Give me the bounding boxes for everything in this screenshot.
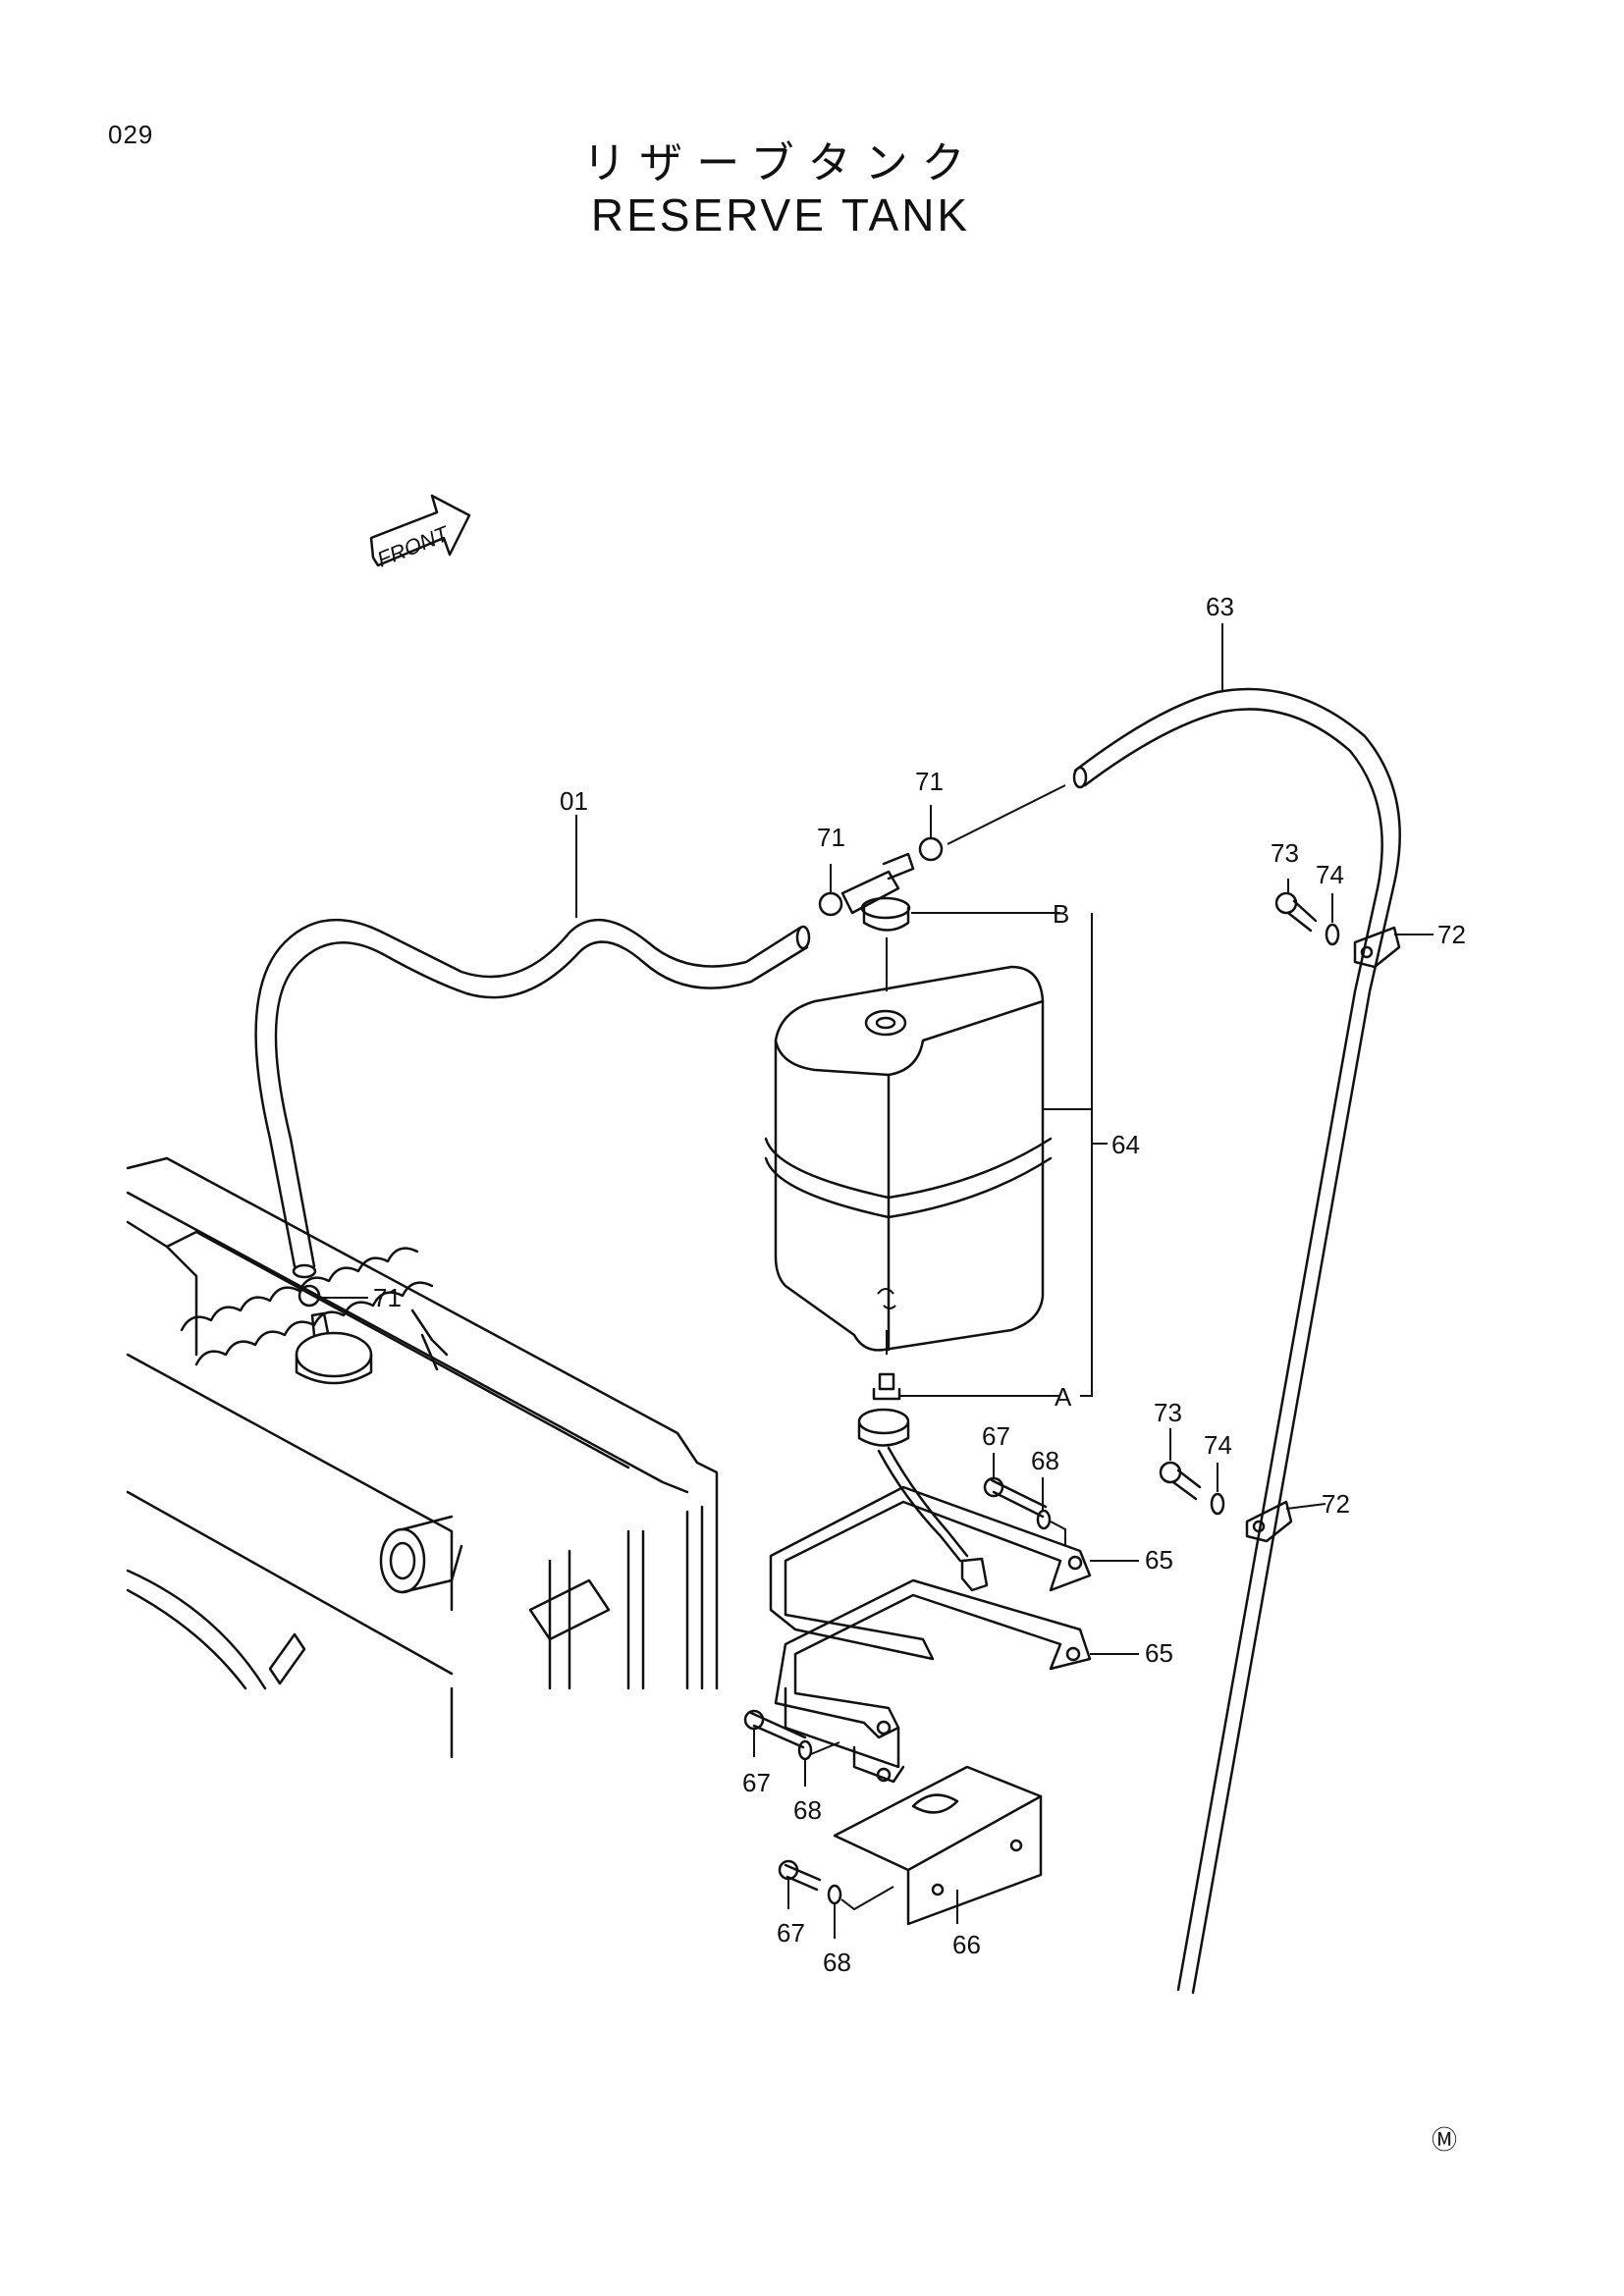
callout-64: 64 xyxy=(1111,1130,1140,1159)
radiator xyxy=(126,1156,719,1759)
title-english: RESERVE TANK xyxy=(590,189,971,240)
tee-fitting xyxy=(840,852,1060,991)
callout-point-a: A xyxy=(1055,1382,1072,1412)
callout-72-b: 72 xyxy=(1322,1489,1350,1519)
callout-65-lower: 65 xyxy=(1145,1638,1173,1668)
callout-71-c: 71 xyxy=(915,767,944,796)
callout-point-b: B xyxy=(1053,899,1069,929)
title-japanese: リザーブタンク xyxy=(582,138,979,188)
callout-labels: 01 63 64 65 65 66 67 67 67 68 68 68 71 7… xyxy=(373,592,1466,1977)
clip-72 xyxy=(1245,926,1401,1543)
level-sensor xyxy=(857,1372,1060,1592)
callout-73-a: 73 xyxy=(1271,838,1299,868)
callout-68-b: 68 xyxy=(793,1795,822,1825)
washer-68 xyxy=(797,1509,1066,1911)
callout-73-b: 73 xyxy=(1154,1398,1182,1427)
callout-74-b: 74 xyxy=(1204,1430,1232,1460)
callout-71-a: 71 xyxy=(373,1283,402,1312)
front-label: FRONT xyxy=(374,520,454,571)
bolt-67 xyxy=(743,1476,1048,1892)
callout-63: 63 xyxy=(1206,592,1234,621)
reserve-tank-64 xyxy=(764,965,1053,1355)
bolt-73 xyxy=(1159,891,1318,1501)
leader-lines xyxy=(575,623,1434,1939)
callout-67-a: 67 xyxy=(982,1421,1010,1451)
callout-67-c: 67 xyxy=(777,1918,805,1948)
callout-68-c: 68 xyxy=(823,1948,851,1977)
callout-74-a: 74 xyxy=(1316,860,1344,889)
page-number: 029 xyxy=(108,120,154,149)
callout-01: 01 xyxy=(560,786,588,816)
tank-band-65 xyxy=(769,1485,1092,1784)
callout-66: 66 xyxy=(952,1930,981,1959)
callout-71-b: 71 xyxy=(817,823,845,852)
overflow-hose-63 xyxy=(947,687,1401,1995)
washer-74 xyxy=(1210,923,1340,1516)
callout-65-upper: 65 xyxy=(1145,1545,1173,1575)
hose-clamp-71 xyxy=(298,805,944,1308)
front-arrow-icon: FRONT xyxy=(369,494,471,572)
callout-67-b: 67 xyxy=(742,1768,771,1797)
callout-72-a: 72 xyxy=(1437,920,1466,949)
manufacturer-mark: Ⓜ xyxy=(1432,2125,1458,2155)
bracket-66 xyxy=(833,1765,1043,1926)
callout-68-a: 68 xyxy=(1031,1446,1059,1475)
overflow-hose-01 xyxy=(254,918,811,1279)
